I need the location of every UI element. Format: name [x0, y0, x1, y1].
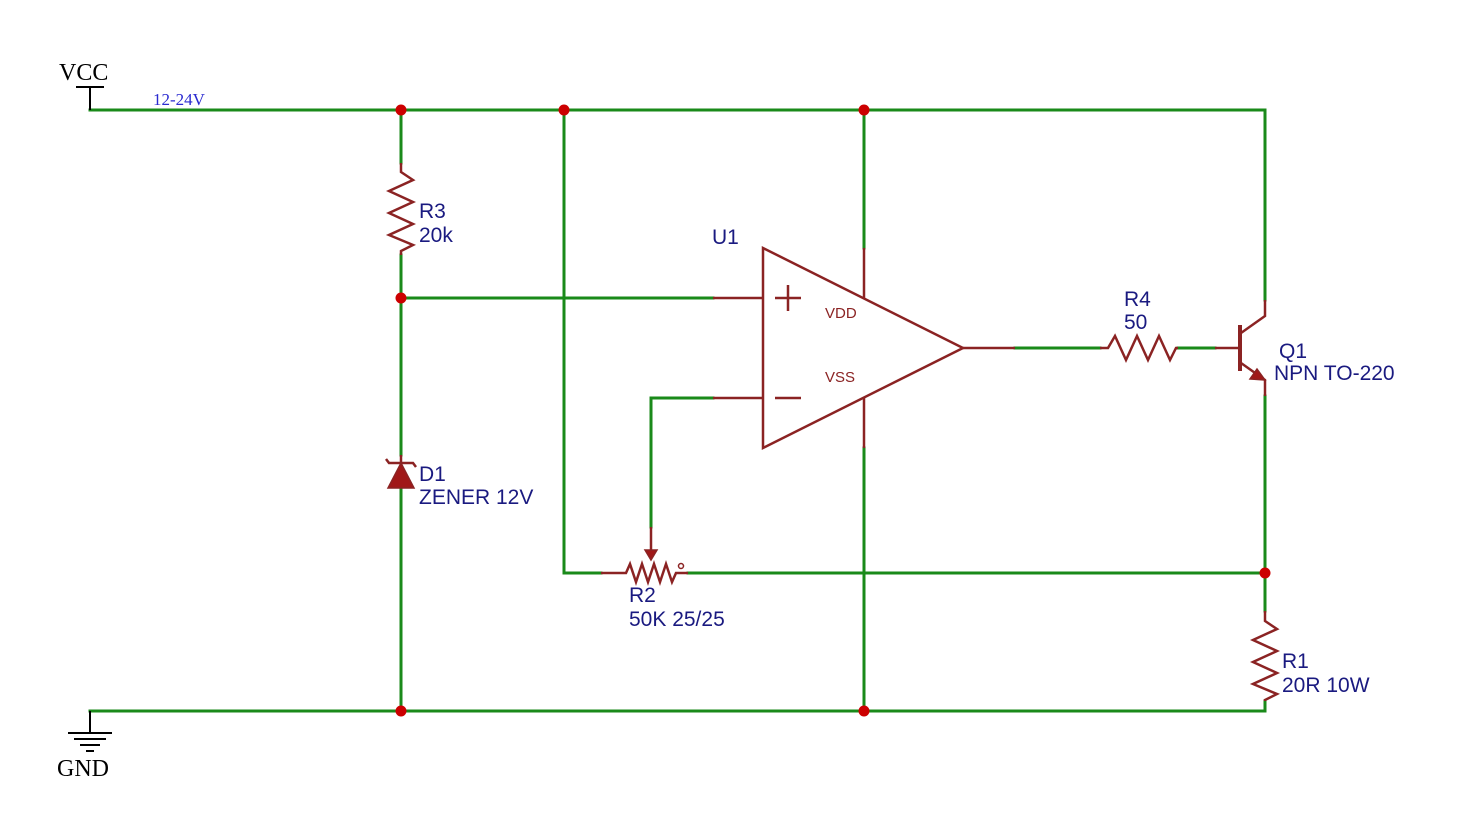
net-label-12-24v: 12-24V	[153, 90, 206, 109]
d1-ref: D1	[419, 463, 446, 486]
junction-dot	[558, 104, 570, 116]
r3-resistor: R3 20k	[385, 163, 453, 255]
junction-dot	[395, 104, 407, 116]
q1-npn-transistor: Q1 NPN TO-220	[1215, 300, 1395, 396]
r2-ref: R2	[629, 584, 656, 607]
r1-resistor: R1 20R 10W	[1249, 611, 1370, 702]
u1-opamp: VDD VSS U1	[712, 226, 1015, 451]
r4-ref: R4	[1124, 288, 1151, 311]
r3-value: 20k	[419, 224, 453, 247]
junction-dot	[395, 292, 407, 304]
vcc-label: VCC	[59, 60, 108, 86]
vdd-pin-label: VDD	[825, 305, 857, 322]
r2-value: 50K 25/25	[629, 608, 725, 631]
vcc-symbol: VCC 12-24V	[59, 60, 206, 110]
r1-ref: R1	[1282, 650, 1309, 673]
r4-value: 50	[1124, 311, 1147, 334]
q1-value: NPN TO-220	[1274, 362, 1395, 385]
r2-potentiometer: R2 50K 25/25	[601, 527, 725, 631]
d1-value: ZENER 12V	[419, 486, 533, 509]
r1-value: 20R 10W	[1282, 674, 1370, 697]
junction-dot	[395, 705, 407, 717]
r3-ref: R3	[419, 200, 446, 223]
u1-ref: U1	[712, 226, 739, 249]
q1-ref: Q1	[1279, 340, 1307, 363]
gnd-label: GND	[57, 756, 109, 782]
d1-zener-diode: D1 ZENER 12V	[385, 455, 533, 509]
gnd-symbol: GND	[57, 711, 112, 782]
plus-sign-icon	[775, 285, 801, 311]
minus-input-wire	[649, 396, 715, 529]
wiper-arrow-icon	[643, 549, 659, 562]
junction-dot	[858, 104, 870, 116]
junction-dot	[858, 705, 870, 717]
junction-dot	[1259, 567, 1271, 579]
r4-resistor: R4 50	[1100, 288, 1178, 364]
junctions	[395, 104, 1271, 717]
r2-left-wire	[562, 108, 603, 575]
vss-pin-label: VSS	[825, 369, 855, 386]
